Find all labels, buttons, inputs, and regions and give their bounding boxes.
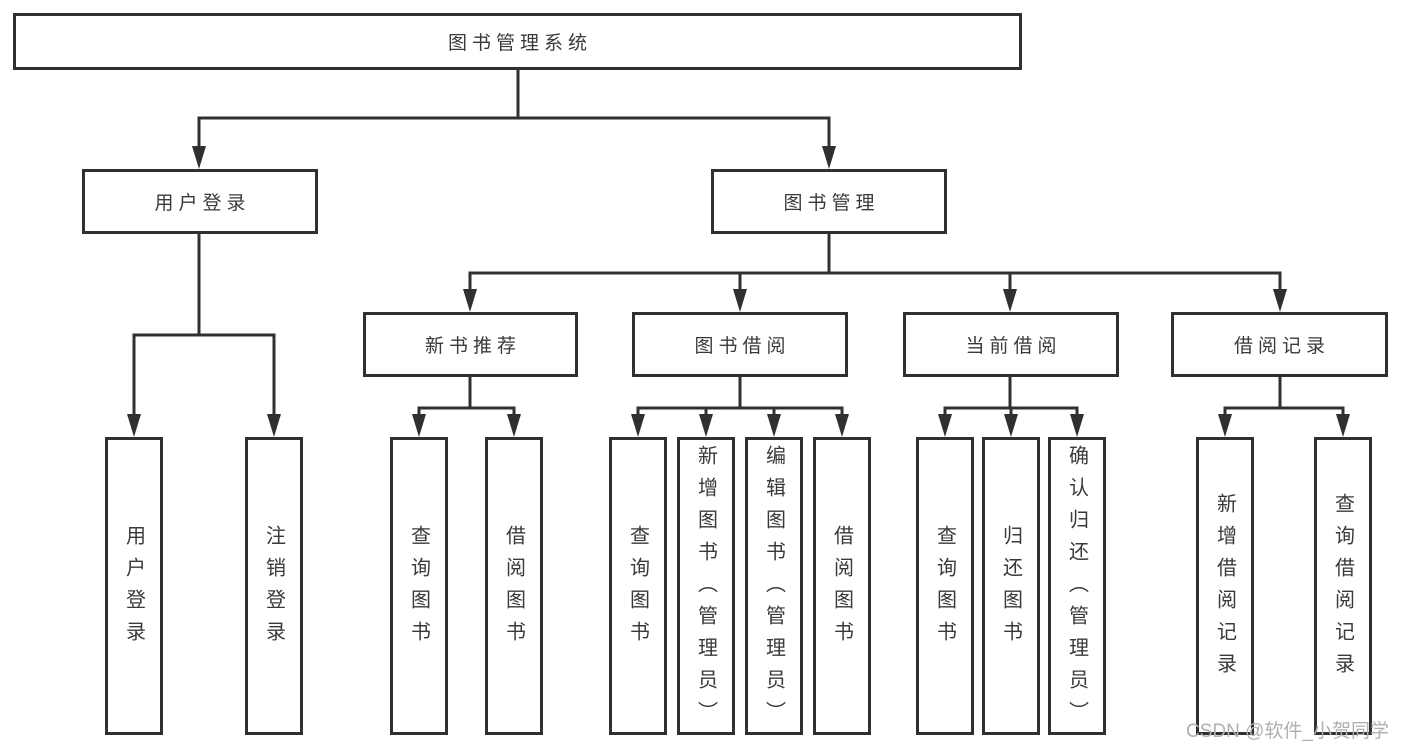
leaf-logout: 注销登录 [245, 437, 303, 735]
node-label: 查询图书 [933, 525, 956, 653]
node-book-borrowing: 图书借阅 [632, 312, 848, 377]
node-label: 当前借阅 [965, 336, 1062, 357]
node-label: 新书推荐 [424, 336, 521, 357]
leaf-borrow-books-recommend: 借阅图书 [485, 437, 543, 735]
leaf-query-books-current: 查询图书 [916, 437, 974, 735]
node-label: 查询图书 [407, 525, 430, 653]
node-label: 借阅图书 [502, 525, 525, 653]
leaf-edit-book-admin: 编辑图书（管理员） [745, 437, 803, 735]
leaf-confirm-return-admin: 确认归还（管理员） [1048, 437, 1106, 735]
node-label: 编辑图书（管理员） [762, 445, 785, 733]
node-label: 新增借阅记录 [1213, 493, 1236, 685]
node-label: 确认归还（管理员） [1065, 445, 1088, 733]
node-current-borrowing: 当前借阅 [903, 312, 1119, 377]
node-label: 借阅记录 [1233, 336, 1330, 357]
node-label: 注销登录 [262, 525, 285, 653]
leaf-return-book: 归还图书 [982, 437, 1040, 735]
node-label: 图书借阅 [694, 336, 791, 357]
node-label: 查询借阅记录 [1331, 493, 1354, 685]
leaf-add-borrow-record: 新增借阅记录 [1196, 437, 1254, 735]
node-label: 图书管理 [783, 193, 880, 214]
node-user-login: 用户登录 [82, 169, 318, 234]
node-label: 查询图书 [626, 525, 649, 653]
leaf-query-books-recommend: 查询图书 [390, 437, 448, 735]
node-borrowing-records: 借阅记录 [1171, 312, 1388, 377]
leaf-query-books-borrowing: 查询图书 [609, 437, 667, 735]
node-label: 图书管理系统 [447, 33, 592, 54]
leaf-query-borrow-record: 查询借阅记录 [1314, 437, 1372, 735]
node-new-book-recommend: 新书推荐 [363, 312, 578, 377]
node-label: 用户登录 [122, 525, 145, 653]
node-label: 用户登录 [154, 193, 251, 214]
node-label: 新增图书（管理员） [694, 445, 717, 733]
node-label: 归还图书 [999, 525, 1022, 653]
csdn-watermark: CSDN @软件_小贺同学 [1186, 721, 1389, 742]
node-book-management: 图书管理 [711, 169, 947, 234]
leaf-add-book-admin: 新增图书（管理员） [677, 437, 735, 735]
node-label: 借阅图书 [830, 525, 853, 653]
leaf-user-login: 用户登录 [105, 437, 163, 735]
leaf-borrow-books-borrowing: 借阅图书 [813, 437, 871, 735]
arrowheads [127, 146, 1350, 437]
node-library-management-system: 图书管理系统 [13, 13, 1022, 70]
